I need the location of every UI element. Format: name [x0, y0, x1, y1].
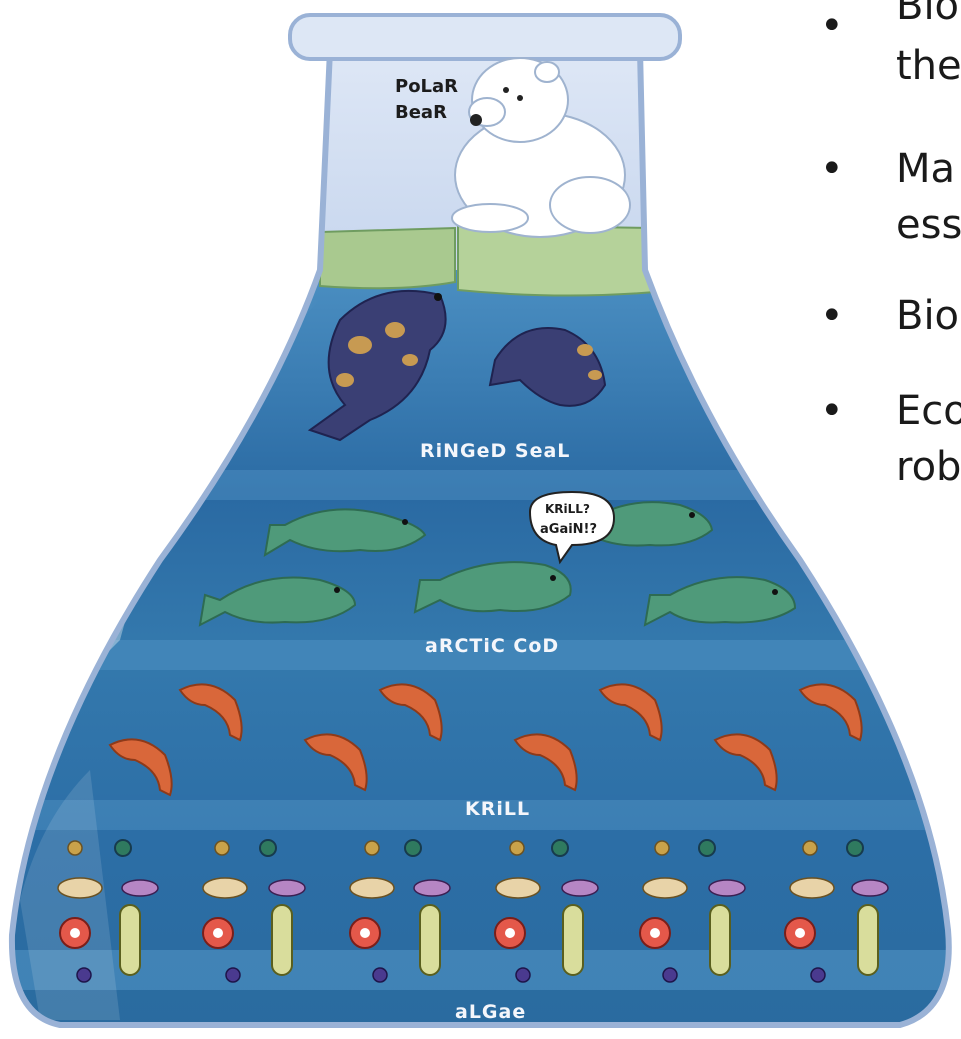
bullet-dot: •: [820, 385, 840, 437]
speech-line1: KRiLL?: [545, 502, 590, 516]
speech-line2: aGaiN!?: [540, 522, 597, 537]
polar-bear-label-line2: BeaR: [395, 102, 447, 123]
bullet-line1: Bio: [896, 0, 959, 32]
polar-bear-label-line1: PoLaR: [395, 76, 458, 97]
arctic-cod-label: aRCTiC CoD: [425, 635, 559, 657]
algae-label: aLGae: [455, 1001, 526, 1023]
bullet-line1: Eco: [896, 385, 961, 437]
bullet-dot: •: [820, 290, 840, 342]
bullet-line2: rob: [896, 441, 961, 493]
bullet-line2: the: [896, 40, 961, 92]
bullet-list: • Bio the • Ma esse • Bio • Eco rob: [820, 0, 961, 600]
bullet-dot: •: [820, 0, 840, 52]
krill-label: KRiLL: [465, 798, 530, 820]
bullet-line2: esse: [896, 199, 961, 251]
bullet-line1: Ma: [896, 143, 955, 195]
bullet-dot: •: [820, 143, 840, 195]
ringed-seal-label: RiNGeD SeaL: [420, 440, 570, 462]
bullet-line1: Bio: [896, 290, 959, 342]
